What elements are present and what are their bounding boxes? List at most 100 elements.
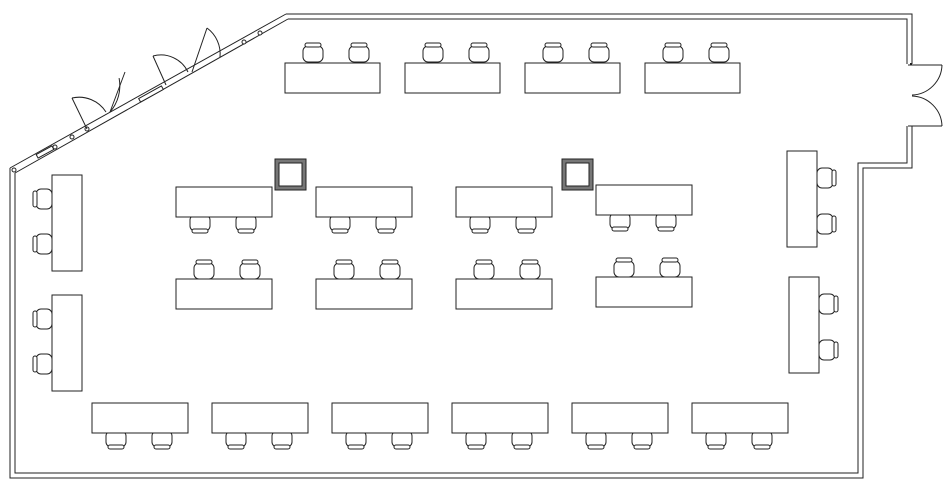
desk-with-chairs	[788, 276, 839, 374]
desk-with-chairs	[315, 186, 413, 234]
chair	[659, 257, 681, 278]
desk	[175, 278, 273, 310]
chair	[542, 42, 564, 63]
desk	[51, 294, 83, 392]
chair	[32, 188, 53, 210]
chair	[519, 259, 541, 280]
desk-with-chairs	[331, 402, 429, 450]
chair	[329, 214, 351, 234]
desk	[91, 402, 189, 434]
door	[908, 64, 943, 127]
desk-with-chairs	[211, 402, 309, 450]
desk-with-chairs	[691, 402, 789, 450]
desk	[595, 276, 693, 308]
window-hinge	[11, 167, 17, 173]
chair	[818, 339, 839, 361]
desk-with-chairs	[451, 402, 549, 450]
desk-with-chairs	[175, 259, 273, 310]
chair	[468, 42, 490, 63]
desk	[404, 62, 501, 94]
chair	[105, 430, 127, 450]
desk-with-chairs	[786, 150, 837, 248]
chair	[818, 293, 839, 315]
chair	[588, 42, 610, 63]
chair	[751, 430, 773, 450]
desk-with-chairs	[455, 186, 553, 234]
chair	[655, 212, 677, 232]
desk	[451, 402, 549, 434]
diagonal-windows	[11, 30, 263, 173]
desk-with-chairs	[315, 259, 413, 310]
chair	[613, 257, 635, 278]
desk	[284, 62, 381, 94]
desk	[455, 186, 553, 218]
desk	[524, 62, 621, 94]
desk-with-chairs	[455, 259, 553, 310]
desk	[595, 184, 693, 216]
chair	[816, 213, 837, 235]
chair	[465, 430, 487, 450]
chair	[609, 212, 631, 232]
desk-with-chairs	[175, 186, 273, 234]
chair	[511, 430, 533, 450]
chair	[391, 430, 413, 450]
chair	[193, 259, 215, 280]
desk	[315, 186, 413, 218]
chair	[585, 430, 607, 450]
door	[109, 71, 126, 113]
chair	[32, 353, 53, 375]
doors	[71, 27, 943, 130]
chair	[348, 42, 370, 63]
chair	[333, 259, 355, 280]
window	[137, 85, 165, 103]
desk-with-chairs	[595, 184, 693, 232]
chair	[379, 259, 401, 280]
chair	[271, 430, 293, 450]
chair	[375, 214, 397, 234]
desk	[644, 62, 741, 94]
chair	[302, 42, 324, 63]
desk-with-chairs	[91, 402, 189, 450]
desk	[455, 278, 553, 310]
desk-with-chairs	[571, 402, 669, 450]
desk-with-chairs	[524, 42, 621, 94]
chair	[151, 430, 173, 450]
desk	[211, 402, 309, 434]
desk	[331, 402, 429, 434]
desk-with-chairs	[32, 294, 83, 392]
desk	[691, 402, 789, 434]
window-hinge	[69, 134, 75, 140]
desk-with-chairs	[644, 42, 741, 94]
chair	[708, 42, 730, 63]
chair	[235, 214, 257, 234]
desk	[51, 174, 83, 272]
chair	[473, 259, 495, 280]
chair	[239, 259, 261, 280]
door	[191, 27, 221, 73]
chair	[32, 308, 53, 330]
window-hinge	[257, 30, 263, 36]
chair	[32, 233, 53, 255]
window-hinge	[241, 39, 247, 45]
pillars	[274, 158, 594, 191]
chair	[662, 42, 684, 63]
desk-with-chairs	[284, 42, 381, 94]
desk-with-chairs	[595, 257, 693, 308]
window-hinge	[52, 144, 58, 150]
desk	[175, 186, 273, 218]
chair	[515, 214, 537, 234]
desks	[32, 42, 839, 450]
chair	[469, 214, 491, 234]
desk	[315, 278, 413, 310]
chair	[816, 167, 837, 189]
chair	[631, 430, 653, 450]
desk-with-chairs	[404, 42, 501, 94]
chair	[189, 214, 211, 234]
chair	[422, 42, 444, 63]
chair	[705, 430, 727, 450]
desk	[571, 402, 669, 434]
desk	[788, 276, 820, 374]
door	[71, 96, 107, 130]
chair	[345, 430, 367, 450]
